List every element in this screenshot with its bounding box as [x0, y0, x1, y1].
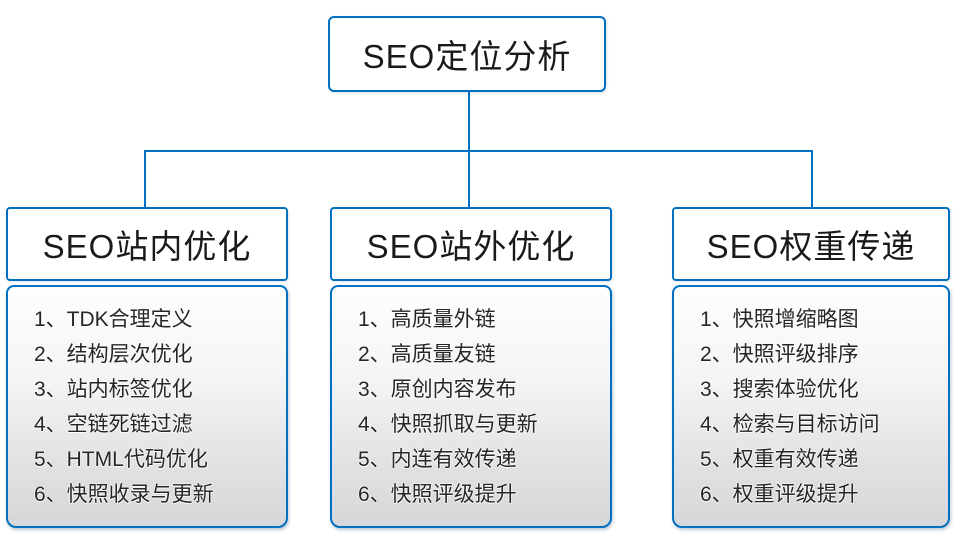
list-item: 5、权重有效传递 [700, 448, 859, 471]
branch-list-weight: 1、快照增缩略图 2、快照评级排序 3、搜索体验优化 4、检索与目标访问 5、权… [672, 285, 950, 528]
list-item: 2、快照评级排序 [700, 343, 859, 366]
connector-horizontal [144, 150, 813, 152]
list-item: 6、快照收录与更新 [34, 483, 214, 506]
list-item: 6、快照评级提升 [358, 483, 517, 506]
branch-header-offsite: SEO站外优化 [330, 207, 612, 281]
list-item: 4、空链死链过滤 [34, 413, 193, 436]
list-item: 1、快照增缩略图 [700, 308, 859, 331]
branch-list-offsite: 1、高质量外链 2、高质量友链 3、原创内容发布 4、快照抓取与更新 5、内连有… [330, 285, 612, 528]
connector-root-vertical [468, 90, 470, 207]
list-item: 5、HTML代码优化 [34, 448, 208, 471]
branch-header-onsite: SEO站内优化 [6, 207, 288, 281]
branch-header-onsite-label: SEO站内优化 [42, 228, 252, 265]
list-item: 3、原创内容发布 [358, 378, 517, 401]
connector-left-vertical [144, 150, 146, 207]
list-item: 6、权重评级提升 [700, 483, 859, 506]
list-item: 4、检索与目标访问 [700, 413, 880, 436]
list-item: 4、快照抓取与更新 [358, 413, 538, 436]
root-node-label: SEO定位分析 [362, 38, 572, 75]
list-item: 5、内连有效传递 [358, 448, 517, 471]
list-item: 1、TDK合理定义 [34, 308, 193, 331]
list-item: 1、高质量外链 [358, 308, 496, 331]
list-item: 2、结构层次优化 [34, 343, 193, 366]
list-item: 2、高质量友链 [358, 343, 496, 366]
list-item: 3、站内标签优化 [34, 378, 193, 401]
branch-header-weight: SEO权重传递 [672, 207, 950, 281]
branch-header-offsite-label: SEO站外优化 [366, 228, 576, 265]
list-item: 3、搜索体验优化 [700, 378, 859, 401]
branch-list-onsite: 1、TDK合理定义 2、结构层次优化 3、站内标签优化 4、空链死链过滤 5、H… [6, 285, 288, 528]
branch-header-weight-label: SEO权重传递 [706, 228, 916, 265]
connector-right-vertical [811, 150, 813, 207]
root-node: SEO定位分析 [328, 16, 606, 92]
